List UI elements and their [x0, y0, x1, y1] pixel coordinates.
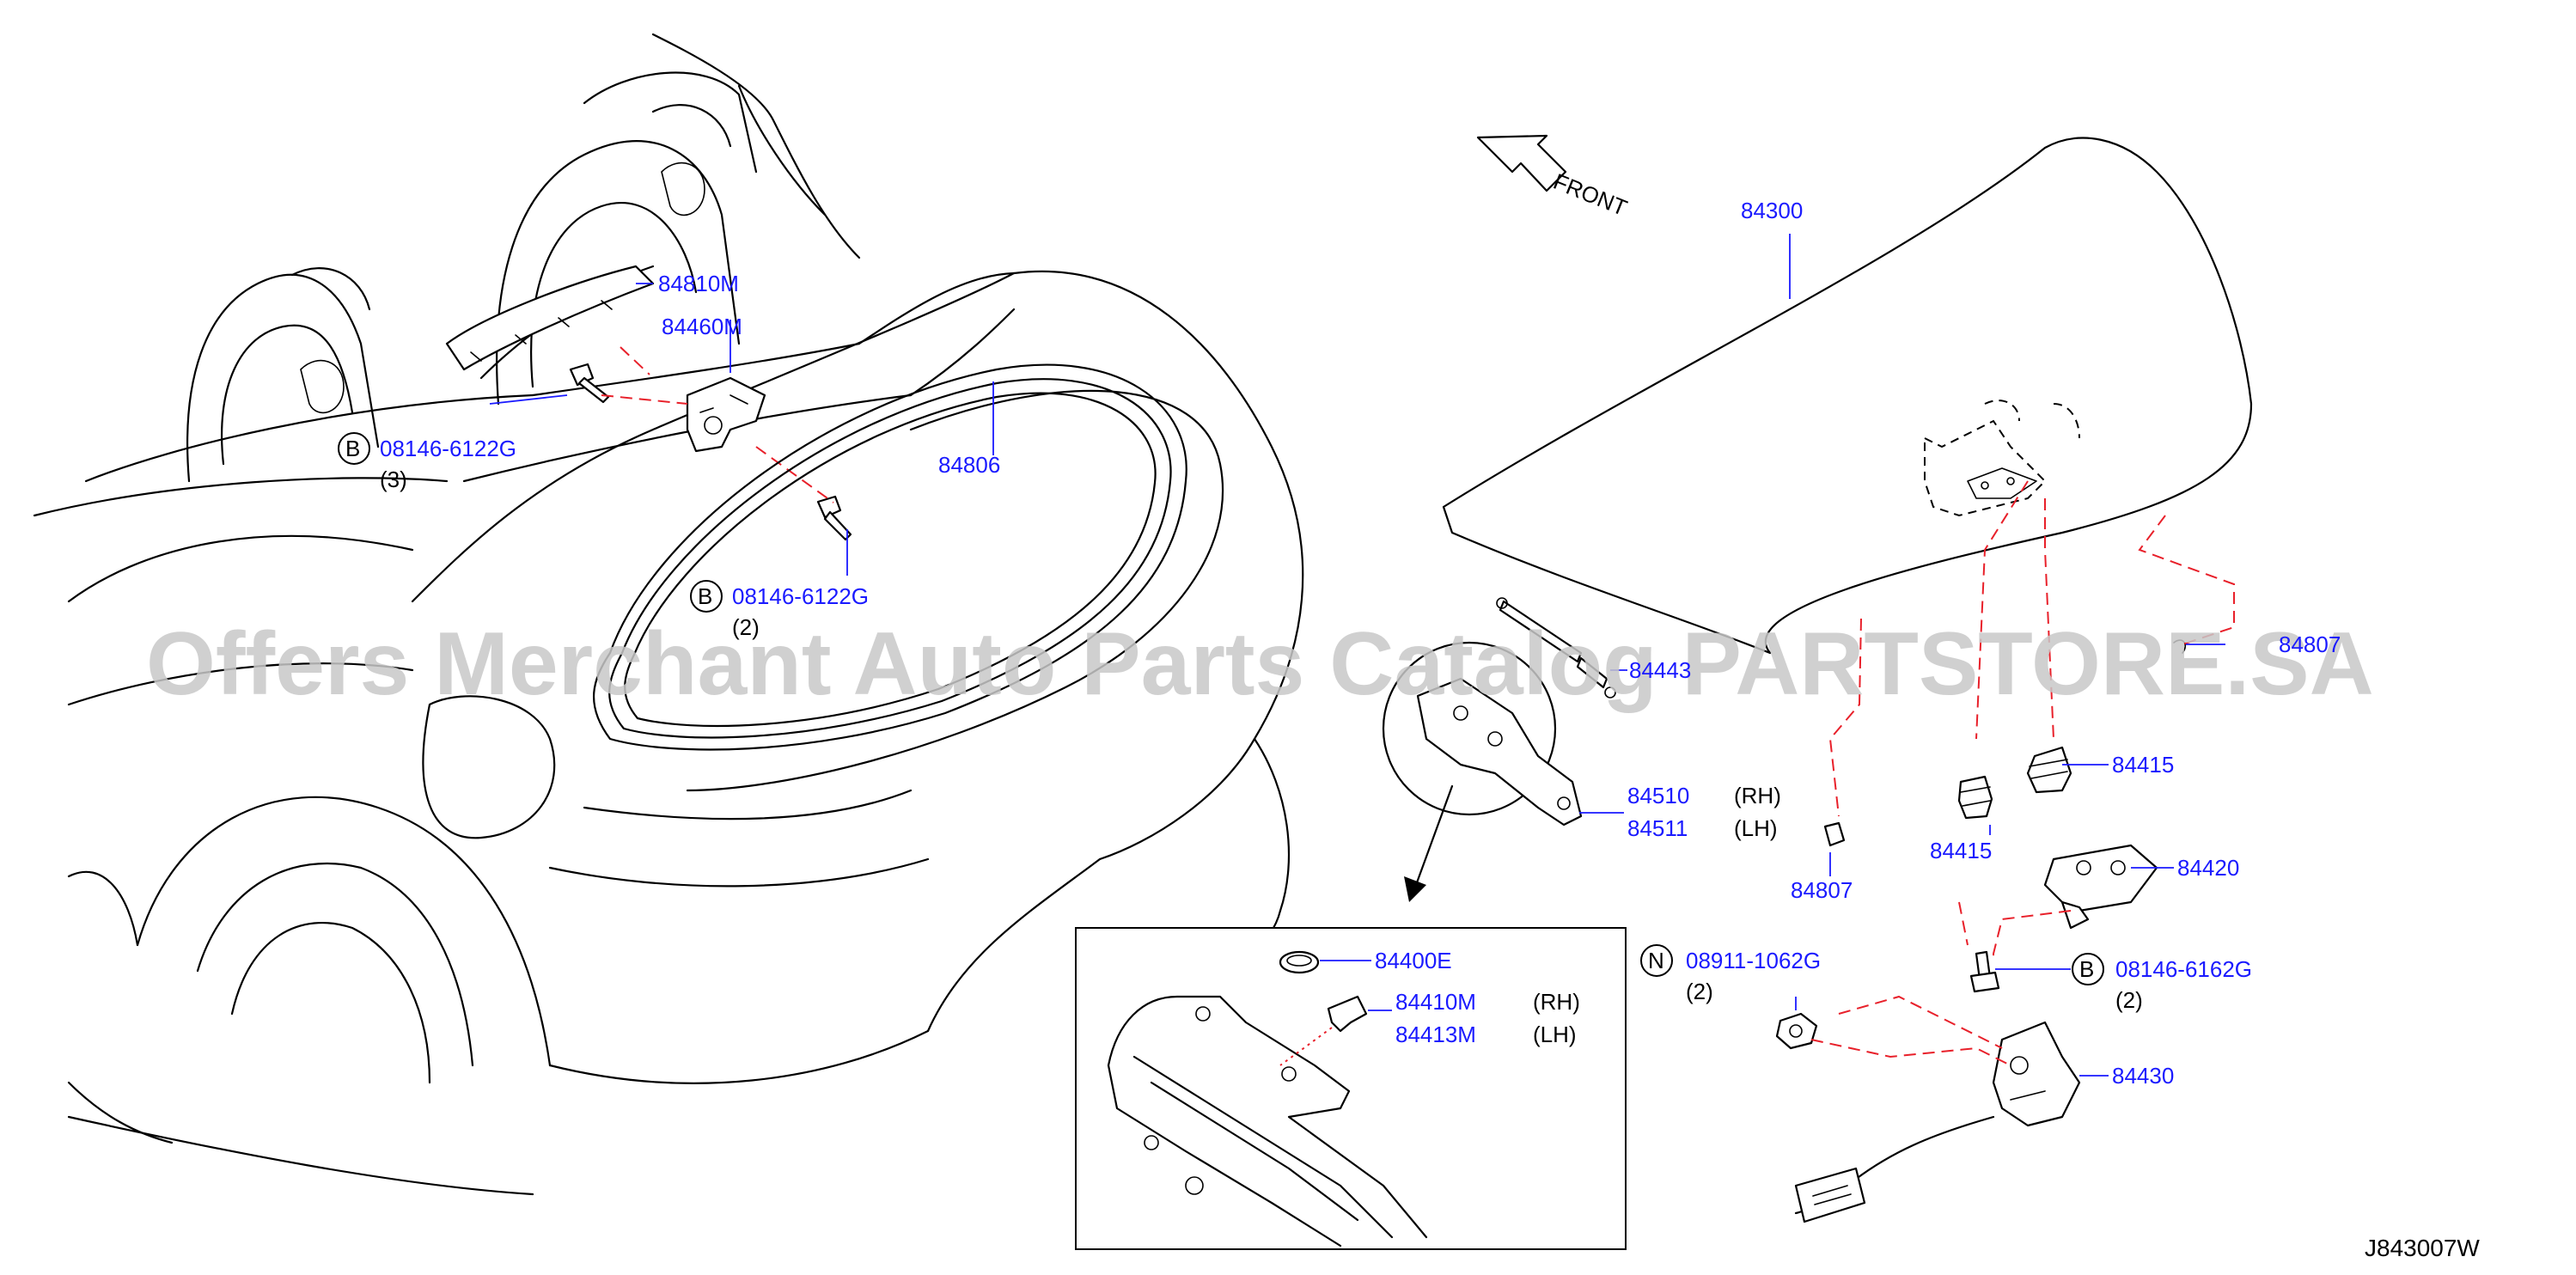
bolt-top-qty: (3)	[380, 467, 407, 492]
car-body-illustration	[33, 33, 1304, 1196]
nut-code: 08911-1062G	[1686, 948, 1821, 973]
bolt-top	[569, 363, 610, 404]
label-84413M-side: (LH)	[1533, 1022, 1577, 1047]
front-label: FRONT	[1550, 168, 1631, 221]
inset-box	[1075, 927, 1627, 1250]
watermark: Offers Merchant Auto Parts Catalog PARTS…	[146, 614, 2374, 714]
bolt-mid-qty: (2)	[732, 614, 760, 640]
part-84807-bottom	[1823, 821, 1846, 847]
leader-lines	[489, 234, 2225, 1077]
bolt-mid	[816, 495, 852, 541]
label-84400E: 84400E	[1375, 948, 1452, 973]
label-84810M: 84810M	[658, 271, 739, 296]
part-84430-lock	[1794, 1021, 2081, 1223]
label-84415-right: 84415	[2112, 752, 2174, 778]
label-84410M-side: (RH)	[1533, 989, 1580, 1015]
label-84430: 84430	[2112, 1063, 2174, 1089]
label-84807-top: 84807	[2279, 631, 2341, 657]
part-84810M-stop-lamp	[445, 265, 655, 371]
hinge-detail-circle	[1382, 597, 1616, 902]
part-84300-trunk-lid	[1442, 137, 2253, 655]
label-84806: 84806	[938, 452, 1000, 478]
bolt-right	[1969, 950, 2000, 993]
bolt-top-code: 08146-6122G	[380, 436, 516, 461]
part-84460M-bracket	[686, 376, 766, 453]
bolt-top-circle-letter: B	[345, 436, 360, 461]
part-84420-striker	[2043, 844, 2158, 930]
bolt-mid-circle	[690, 580, 723, 613]
nut	[1775, 1012, 1818, 1050]
part-84806-weatherstrip	[592, 363, 1187, 751]
label-84413M: 84413M	[1395, 1022, 1476, 1047]
nut-circle	[1640, 944, 1673, 977]
label-84460M: 84460M	[662, 314, 742, 339]
diagram-code: J843007W	[2365, 1235, 2480, 1261]
label-84410M: 84410M	[1395, 989, 1476, 1015]
nut-qty: (2)	[1686, 979, 1713, 1004]
bolt-right-code: 08146-6162G	[2115, 956, 2252, 982]
bolt-right-circle	[2072, 953, 2104, 985]
label-84511: 84511	[1627, 815, 1688, 841]
front-arrow-icon	[1476, 134, 1567, 192]
nut-circle-letter: N	[1648, 948, 1664, 973]
bolt-mid-code: 08146-6122G	[732, 583, 869, 609]
label-84511-side: (LH)	[1734, 815, 1778, 841]
bolt-right-circle-letter: B	[2079, 956, 2094, 982]
part-84415-bumper-right	[2026, 746, 2072, 794]
label-84510: 84510	[1627, 783, 1689, 808]
part-84807-top	[2173, 639, 2187, 654]
label-84415-left: 84415	[1930, 838, 1992, 863]
bolt-right-qty: (2)	[2115, 987, 2143, 1013]
bolt-mid-circle-letter: B	[698, 583, 712, 609]
label-84510-side: (RH)	[1734, 783, 1781, 808]
part-84415-bumper-left	[1957, 775, 1993, 820]
bolt-top-circle	[338, 432, 370, 465]
label-84807-bottom: 84807	[1791, 877, 1853, 903]
label-84300: 84300	[1741, 198, 1803, 223]
label-84443: 84443	[1629, 657, 1691, 683]
label-84420: 84420	[2177, 855, 2239, 881]
